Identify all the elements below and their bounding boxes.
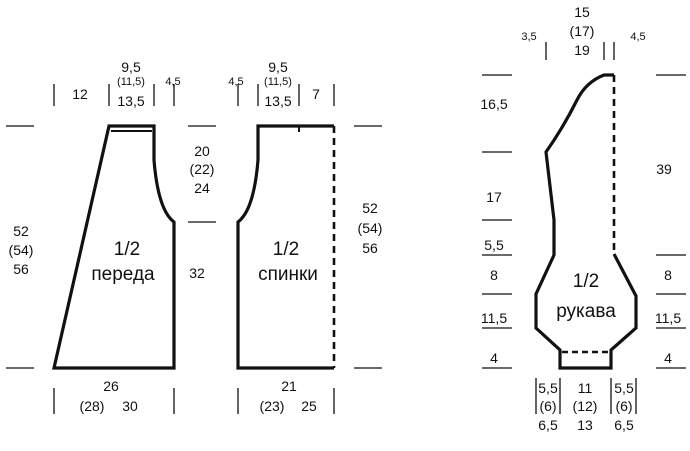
- front-side-length: 32: [189, 265, 205, 281]
- back-shoulder-width: 4,5: [228, 76, 244, 88]
- front-top-left-width: 12: [72, 86, 88, 102]
- front-neck-width-2: (11,5): [117, 76, 145, 88]
- back-subtitle: спинки: [258, 264, 318, 285]
- back-total-length-1: 52: [362, 200, 378, 216]
- back-total-length-3: 56: [362, 240, 378, 256]
- front-total-length-1: 52: [13, 223, 29, 239]
- sleeve-subtitle: рукава: [556, 301, 616, 322]
- sleeve-cuff-left-3: 6,5: [538, 417, 558, 433]
- front-outline: [51, 124, 176, 370]
- front-bottom-width-1: 26: [103, 378, 119, 394]
- back-total-length-2: (54): [357, 220, 383, 236]
- sleeve-left-height-2: 17: [486, 189, 502, 205]
- front-bottom-width-3: 30: [122, 398, 138, 414]
- front-armhole-depth-2: (22): [189, 161, 215, 177]
- sleeve-right-height-1: 39: [656, 161, 672, 177]
- sleeve-right-offset: 4,5: [630, 31, 646, 43]
- sleeve-cuff-right-3: 6,5: [614, 417, 634, 433]
- front-total-length-3: 56: [13, 261, 29, 277]
- back-bottom-width-2: (23): [259, 398, 285, 414]
- sleeve-right-height-2: 8: [664, 267, 672, 283]
- sleeve-left-offset: 3,5: [521, 31, 537, 43]
- sleeve-cuff-center-2: (12): [572, 398, 598, 414]
- sleeve-outline: [534, 73, 638, 370]
- front-title: 1/2: [113, 239, 141, 260]
- back-title: 1/2: [272, 239, 300, 260]
- front-total-length-2: (54): [8, 242, 34, 258]
- sleeve-left-height-5: 11,5: [480, 310, 508, 326]
- sleeve-top-width-1: 15: [574, 4, 590, 20]
- sleeve-left-height-1: 16,5: [480, 96, 508, 112]
- sleeve-cuff-left-1: 5,5: [538, 380, 558, 396]
- front-subtitle: переда: [91, 264, 155, 285]
- front-neck-width-1: 9,5: [121, 59, 141, 75]
- sleeve-right-height-3: 11,5: [654, 310, 682, 326]
- sleeve-right-height-4: 4: [664, 350, 672, 366]
- back-bottom-width-3: 25: [301, 398, 317, 414]
- front-neck-width-3: 13,5: [117, 93, 145, 109]
- sleeve-left-height-6: 4: [490, 350, 498, 366]
- sleeve-cuff-left-2: (6): [539, 398, 557, 414]
- front-shoulder-width: 4,5: [165, 76, 181, 88]
- sleeve-cuff-right-1: 5,5: [614, 380, 634, 396]
- sleeve-title: 1/2: [572, 271, 600, 292]
- sleeve-cuff-right-2: (6): [615, 398, 633, 414]
- front-armhole-depth-3: 24: [194, 180, 210, 196]
- back-outline: [236, 124, 334, 370]
- back-neck-width-2: (11,5): [264, 76, 292, 88]
- sleeve-top-width-3: 19: [574, 42, 590, 58]
- front-bottom-width-2: (28): [79, 398, 105, 414]
- sleeve-left-height-3: 5,5: [484, 237, 504, 253]
- back-neck-width-3: 13,5: [264, 93, 292, 109]
- back-top-right-width: 7: [312, 86, 320, 102]
- back-bottom-width-1: 21: [281, 378, 297, 394]
- sleeve-cuff-center-3: 13: [577, 417, 593, 433]
- back-neck-width-1: 9,5: [268, 59, 288, 75]
- front-armhole-depth-1: 20: [194, 143, 210, 159]
- sleeve-top-width-2: (17): [569, 23, 595, 39]
- sleeve-cuff-center-1: 11: [577, 380, 593, 396]
- sleeve-left-height-4: 8: [490, 267, 498, 283]
